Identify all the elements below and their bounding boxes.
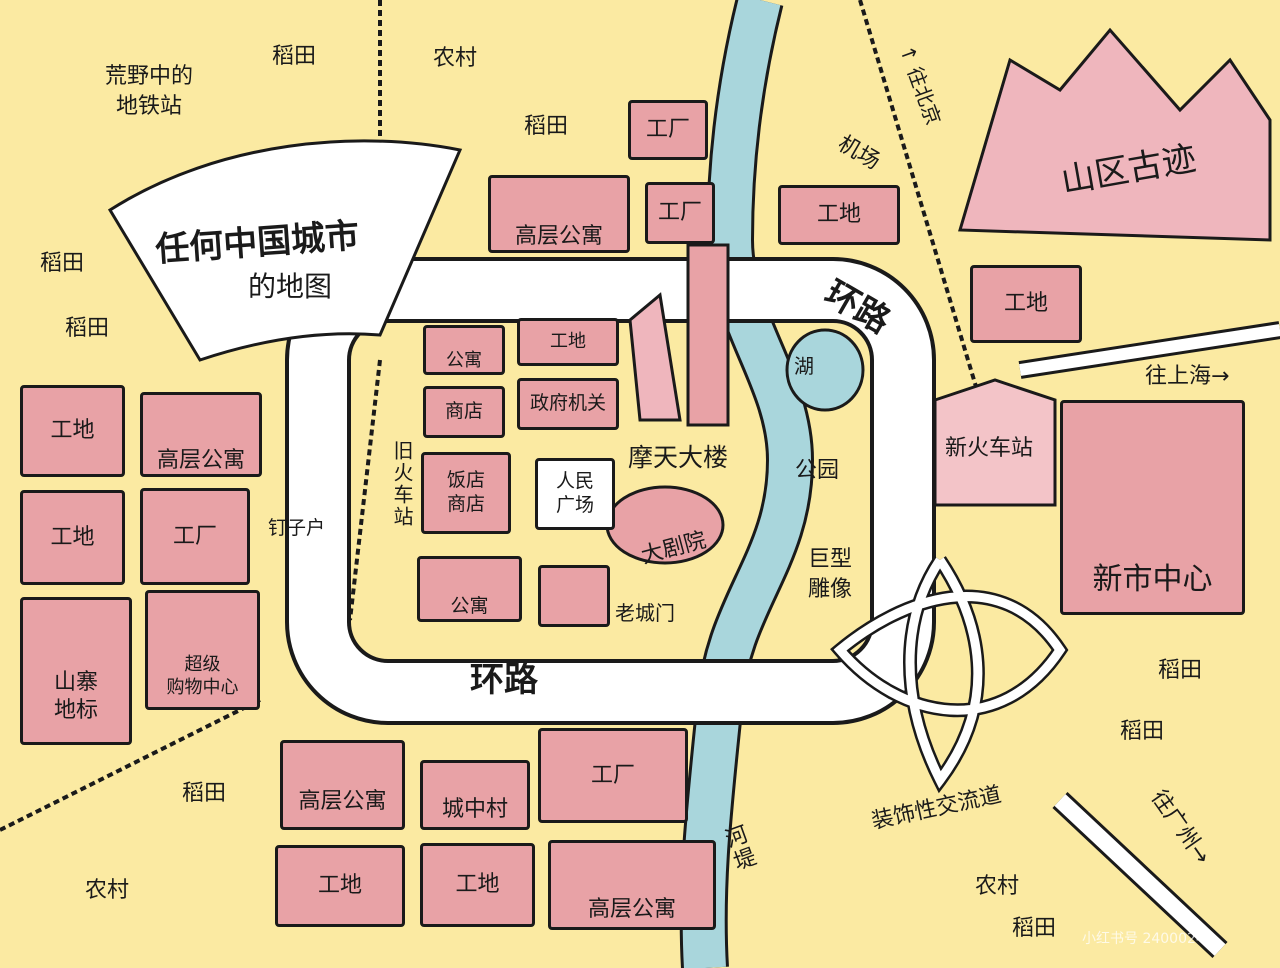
block-apartments: 公寓 [417, 556, 522, 622]
label-new-station: 新火车站 [945, 436, 1034, 461]
block-construction: 工地 [970, 265, 1082, 343]
new-city-center: 新市中心 [1060, 400, 1245, 615]
block-highrise: 高层公寓 [280, 740, 405, 830]
block-factory: 工厂 [140, 488, 250, 585]
people-square: 人民 广场 [535, 458, 615, 530]
label-village: 农村 [975, 874, 1020, 899]
label-paddy: 稻田 [65, 316, 110, 341]
block-landmark: 山寨 地标 [20, 597, 132, 745]
label-park: 公园 [795, 458, 840, 483]
label-paddy: 稻田 [524, 114, 569, 139]
block-construction: 工地 [275, 845, 405, 927]
block-government: 政府机关 [517, 378, 619, 430]
block-shops: 商店 [423, 386, 505, 438]
block-mall: 超级 购物中心 [145, 590, 260, 710]
lake [785, 328, 865, 412]
mountains [958, 27, 1272, 242]
label-paddy: 稻田 [1012, 916, 1057, 941]
title-banner [107, 139, 463, 362]
label-to-shanghai: 往上海→ [1145, 364, 1230, 389]
label-paddy: 稻田 [40, 251, 85, 276]
block-construction: 工地 [20, 385, 125, 477]
block-construction: 工地 [517, 318, 619, 366]
label-lake: 湖 [794, 354, 814, 378]
label-old-gate: 老城门 [615, 601, 675, 625]
block-construction: 工地 [778, 185, 900, 245]
block-highrise: 高层公寓 [488, 175, 630, 253]
skyscraper-tower [686, 243, 730, 427]
block-factory: 工厂 [628, 100, 708, 160]
label-village: 农村 [433, 46, 478, 71]
label-old-station: 旧火车站 [390, 440, 414, 528]
label-paddy: 稻田 [1120, 719, 1165, 744]
block-construction: 工地 [20, 490, 125, 585]
label-nail-house: 钉子户 [268, 517, 326, 539]
old-gate-block [538, 565, 610, 627]
block-restaurant-shops: 饭店 商店 [421, 452, 511, 534]
block-apartments: 公寓 [423, 325, 505, 375]
label-paddy: 稻田 [272, 44, 317, 69]
label-wild-subway: 荒野中的 地铁站 [105, 64, 194, 119]
block-construction: 工地 [420, 843, 535, 927]
block-urban-village: 城中村 [420, 760, 530, 830]
title-line2: 的地图 [248, 270, 333, 303]
block-factory: 工厂 [645, 182, 715, 244]
block-highrise: 高层公寓 [548, 840, 716, 930]
label-skyscraper: 摩天大楼 [628, 443, 729, 472]
label-paddy: 稻田 [1158, 658, 1203, 683]
block-factory: 工厂 [538, 728, 688, 823]
label-ring-road: 环路 [470, 660, 538, 700]
label-village: 农村 [85, 878, 130, 903]
label-paddy: 稻田 [182, 781, 227, 806]
watermark: 小红书号 2400024... [1082, 931, 1219, 947]
new-station-building [933, 378, 1057, 507]
block-highrise: 高层公寓 [140, 392, 262, 477]
label-giant-statue: 巨型 雕像 [808, 547, 853, 602]
